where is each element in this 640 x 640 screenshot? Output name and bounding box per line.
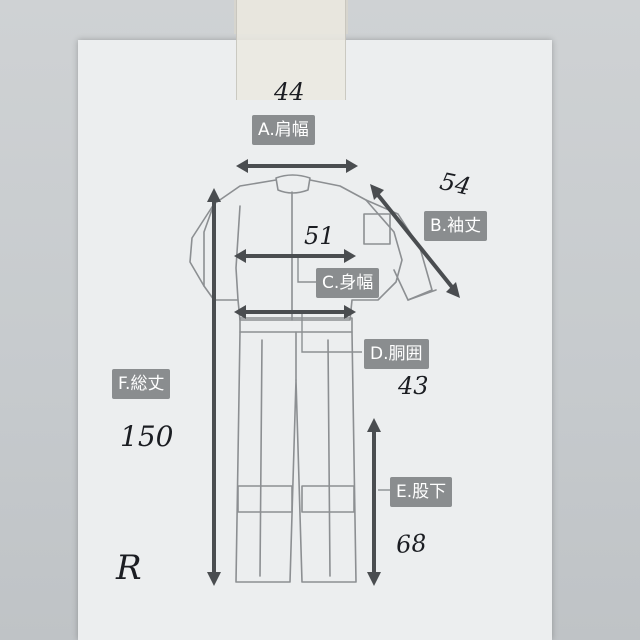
handwritten-side-mark: R <box>116 548 142 588</box>
handwritten-shoulder-width: 44 <box>274 78 305 106</box>
arrow-sleeve-length <box>372 188 458 294</box>
label-inseam: E.股下 <box>390 477 453 507</box>
handwritten-waist: 43 <box>398 372 429 400</box>
leg-seams <box>259 339 331 577</box>
label-waist: D.胴囲 <box>364 339 429 369</box>
left-sleeve-outline <box>203 203 241 301</box>
handwritten-total-length: 150 <box>120 420 174 453</box>
handwritten-sleeve-length: 54 <box>437 167 474 201</box>
label-sleeve-length: B.袖丈 <box>424 211 488 241</box>
label-shoulder-width: A.肩幅 <box>252 115 315 145</box>
measurement-sheet <box>78 40 552 640</box>
right-cuff <box>407 289 437 301</box>
right-knee-pad <box>301 485 355 513</box>
handwritten-inseam: 68 <box>395 528 428 560</box>
sleeve-pocket <box>363 213 391 245</box>
label-total-length: F.総丈 <box>112 369 171 399</box>
collar-outline <box>275 174 311 194</box>
label-body-width: C.身幅 <box>316 268 380 298</box>
leader-waist <box>301 314 362 353</box>
masking-tape <box>236 0 346 100</box>
left-knee-pad <box>237 485 293 513</box>
leader-body-width <box>297 258 316 283</box>
handwritten-body-width: 51 <box>304 222 335 250</box>
